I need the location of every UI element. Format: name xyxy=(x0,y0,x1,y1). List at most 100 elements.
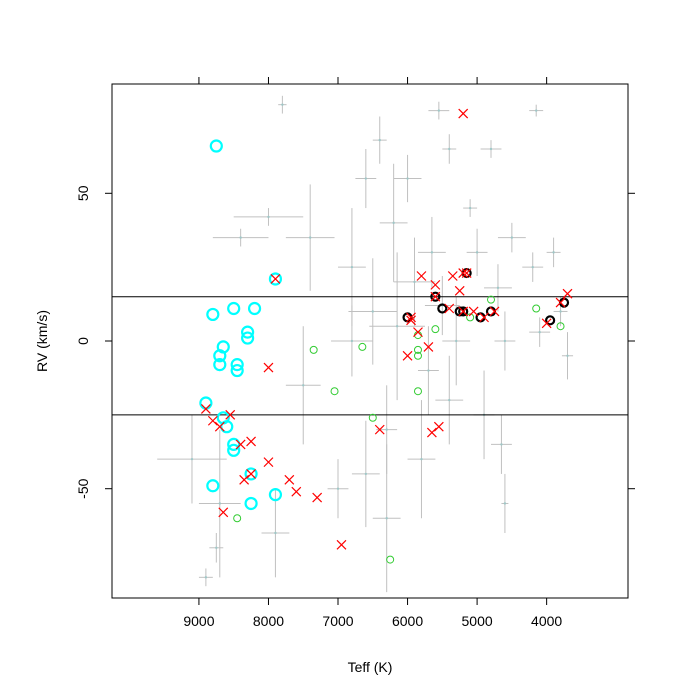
red-cross-stroke xyxy=(200,404,211,414)
green-circle-point xyxy=(431,325,440,334)
errorbar-center xyxy=(503,339,507,343)
red-cross-stroke xyxy=(458,268,469,278)
green-circle-point xyxy=(233,514,242,523)
red-cross-point xyxy=(426,427,437,438)
errorbar-point xyxy=(529,317,551,347)
red-cross-stroke xyxy=(458,108,469,119)
red-cross-stroke xyxy=(374,424,385,435)
red-cross-point xyxy=(291,486,302,497)
errorbar-point xyxy=(484,264,512,312)
errorbar-point xyxy=(561,332,574,380)
errorbar-center xyxy=(448,147,451,151)
cyan-circle-point xyxy=(227,301,241,316)
red-cross-stroke xyxy=(263,457,274,468)
cyan-circle-point xyxy=(241,325,255,339)
x-tick-label: 6000 xyxy=(392,613,423,629)
errorbar-point xyxy=(327,459,349,519)
black-circle-point xyxy=(458,306,469,317)
red-cross-stroke xyxy=(444,303,455,314)
x-tick-label: 5000 xyxy=(462,613,493,629)
errorbar-center xyxy=(267,215,270,219)
errorbar-point xyxy=(369,252,425,401)
green-circle-point xyxy=(413,351,422,360)
red-cross-point xyxy=(430,279,441,290)
errorbar-center xyxy=(204,576,208,579)
red-cross-point xyxy=(200,404,211,414)
errorbar-center xyxy=(350,339,354,343)
cyan-circle-point xyxy=(247,301,262,316)
cyan-circle-point xyxy=(244,467,258,481)
errorbar-center xyxy=(468,206,472,210)
red-cross-stroke xyxy=(312,492,323,503)
errorbar-point xyxy=(466,228,488,277)
y-axis-title: RV (km/s) xyxy=(34,310,50,372)
cyan-circle-point xyxy=(227,443,241,457)
red-cross-stroke xyxy=(218,507,229,518)
errorbar-point xyxy=(491,414,512,474)
red-cross-stroke xyxy=(458,306,469,317)
x-tick-label: 9000 xyxy=(183,613,214,629)
red-cross-point xyxy=(374,424,385,435)
errorbar-center xyxy=(392,221,395,225)
x-tick-label: 7000 xyxy=(322,613,353,629)
errorbar-point xyxy=(157,414,227,504)
errorbar-center xyxy=(364,472,368,476)
red-cross-stroke xyxy=(291,486,302,497)
red-cross-point xyxy=(562,288,573,299)
cyan-circle-point xyxy=(213,358,227,372)
red-cross-point xyxy=(489,306,500,317)
errorbar-center xyxy=(385,428,388,431)
errorbar-center xyxy=(308,236,312,239)
green-circle-point xyxy=(309,345,318,354)
red-cross-point xyxy=(416,271,427,281)
red-cross-point xyxy=(406,312,416,323)
green-circle-point xyxy=(466,313,475,322)
red-cross-stroke xyxy=(336,539,347,550)
red-cross-point xyxy=(263,362,274,373)
red-cross-point xyxy=(312,492,323,503)
red-cross-point xyxy=(555,297,566,308)
red-cross-point xyxy=(458,108,469,119)
red-cross-stroke xyxy=(406,315,416,326)
errorbar-point xyxy=(463,199,478,217)
cyan-circle-point xyxy=(241,331,255,345)
errorbar-point xyxy=(417,216,446,288)
cyan-circle-point xyxy=(230,358,244,372)
red-cross-point xyxy=(430,291,441,302)
cyan-circle-point xyxy=(213,349,227,363)
red-cross-stroke xyxy=(541,318,552,329)
errorbar-center xyxy=(455,339,458,343)
red-cross-point xyxy=(284,474,295,485)
marker-layer xyxy=(199,108,573,564)
red-cross-stroke xyxy=(406,312,416,323)
errorbar-point xyxy=(393,154,422,203)
red-cross-stroke xyxy=(433,421,444,432)
errorbar-center xyxy=(385,517,388,520)
errorbar-layer xyxy=(157,95,574,593)
cyan-circle-point xyxy=(230,363,244,378)
red-cross-stroke xyxy=(447,271,458,281)
cyan-circle-point xyxy=(244,496,258,511)
red-cross-stroke xyxy=(423,341,434,352)
red-cross-point xyxy=(263,457,274,468)
errorbar-point xyxy=(442,134,457,164)
errorbar-point xyxy=(501,473,509,534)
red-cross-point xyxy=(336,539,347,550)
red-cross-stroke xyxy=(284,474,295,485)
errorbar-center xyxy=(336,487,340,490)
red-cross-point xyxy=(406,315,416,326)
errorbar-center xyxy=(559,310,562,313)
red-cross-stroke xyxy=(246,436,257,447)
errorbar-center xyxy=(215,546,218,549)
errorbar-center xyxy=(566,354,569,357)
red-cross-stroke xyxy=(239,474,250,485)
errorbar-point xyxy=(285,326,321,445)
red-cross-stroke xyxy=(489,306,500,317)
red-cross-point xyxy=(207,415,218,426)
errorbar-point xyxy=(522,252,544,282)
green-circle-point xyxy=(487,295,496,304)
red-cross-point xyxy=(433,421,444,432)
red-cross-stroke xyxy=(555,297,566,308)
red-cross-point xyxy=(214,421,225,432)
